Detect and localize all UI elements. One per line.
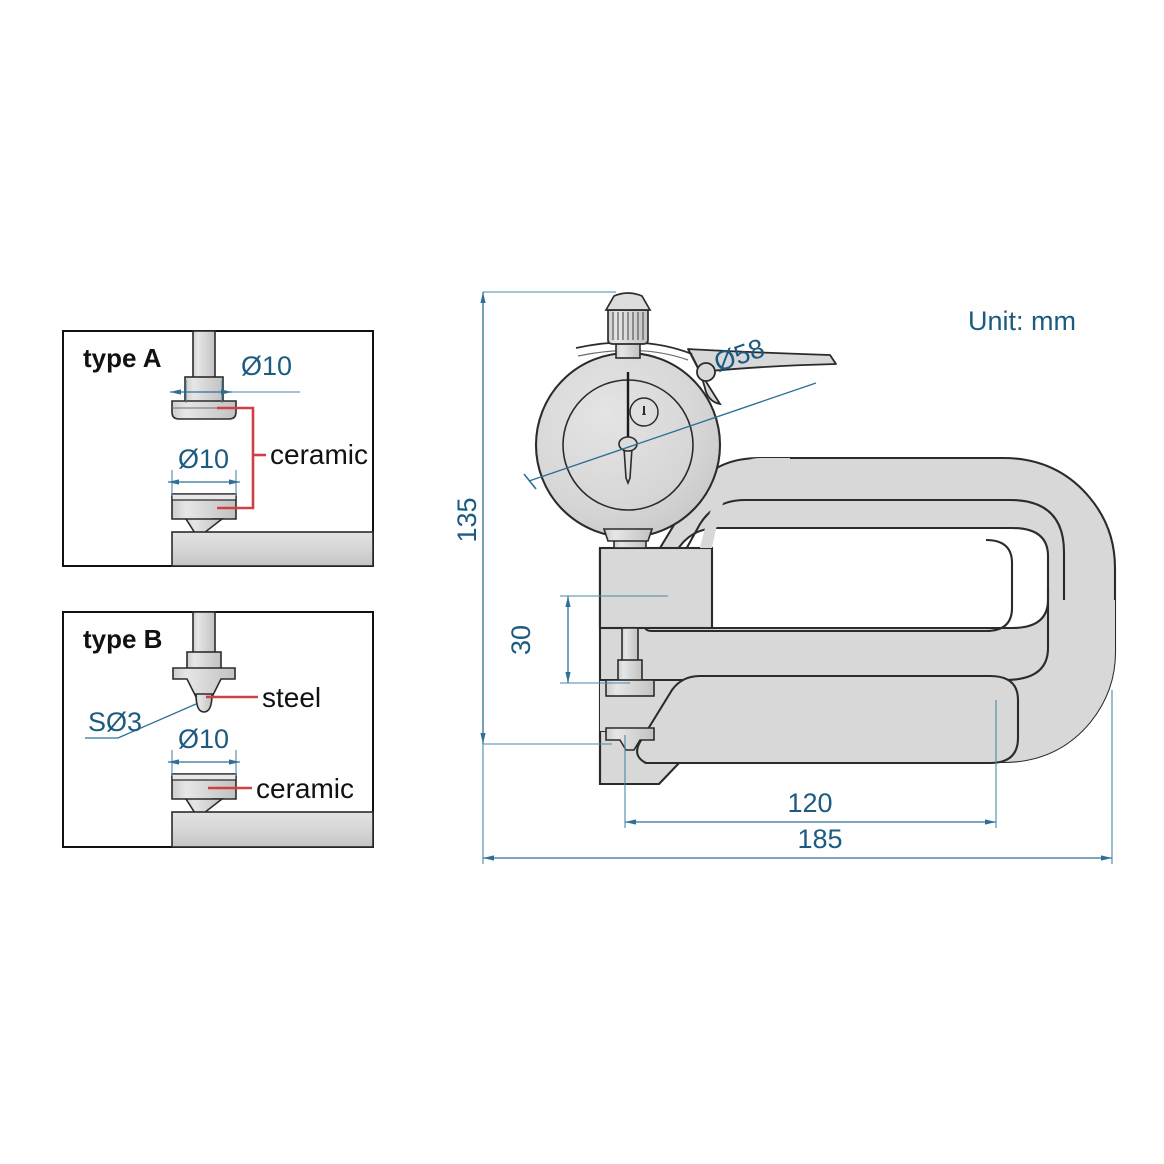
panel-type-b: SØ3 steel Ø10 ceramic type B: [62, 611, 374, 848]
dial-diameter-label: Ø58: [710, 333, 768, 378]
type-b-title: type B: [83, 624, 162, 654]
panel-type-a: Ø10 Ø10 ceramic type A: [62, 330, 374, 567]
type-a-ceramic-label: ceramic: [270, 439, 368, 470]
type-b-lower-dim: Ø10: [168, 724, 240, 776]
type-a-workpiece: [171, 531, 374, 567]
dimension-depth-120: 120: [624, 700, 997, 828]
frame-depth-label: 120: [787, 788, 832, 818]
type-b-steel-label: steel: [262, 682, 321, 713]
type-b-lower-dim-label: Ø10: [178, 724, 229, 754]
dial-face: [534, 351, 722, 539]
knurled-cap: [604, 292, 652, 345]
c-frame-lower-window: [636, 674, 1020, 765]
overall-length-label: 185: [797, 824, 842, 854]
type-a-lower-dim-label: Ø10: [178, 444, 229, 474]
type-b-sd3-leader: SØ3: [85, 703, 197, 739]
type-a-lower-dim: Ø10: [168, 444, 240, 496]
type-b-workpiece: [171, 811, 374, 848]
throat-gap-label: 30: [506, 625, 536, 655]
type-b-upper-contact: [172, 611, 236, 713]
type-a-frame: [62, 330, 374, 567]
type-a-title: type A: [83, 343, 162, 373]
type-b-frame: [62, 611, 374, 848]
dimension-length-185: 185: [482, 690, 1113, 864]
sub-dial: [629, 397, 659, 427]
dimension-gap-30: 30: [506, 595, 668, 684]
type-a-upper-dim: Ø10: [170, 351, 300, 403]
main-gauge-view: Ø58 135 30 120 185 Unit: mm: [452, 291, 1117, 864]
type-a-ceramic-leader: [217, 406, 266, 510]
dial-mount-bracket: [598, 458, 790, 630]
overall-height-label: 135: [452, 497, 482, 542]
lower-anvil-assembly: [605, 727, 655, 751]
type-b-ceramic-label: ceramic: [256, 773, 354, 804]
type-a-upper-contact: [171, 330, 237, 420]
type-b-sd3-label: SØ3: [88, 707, 142, 737]
sub-dial-needle: [642, 406, 646, 415]
upper-spindle-assembly: [605, 627, 655, 697]
dial-bottom-lug: [602, 528, 654, 542]
dimension-height-135: 135: [452, 291, 616, 745]
unit-note: Unit: mm: [968, 306, 1076, 336]
type-a-upper-dim-label: Ø10: [241, 351, 292, 381]
